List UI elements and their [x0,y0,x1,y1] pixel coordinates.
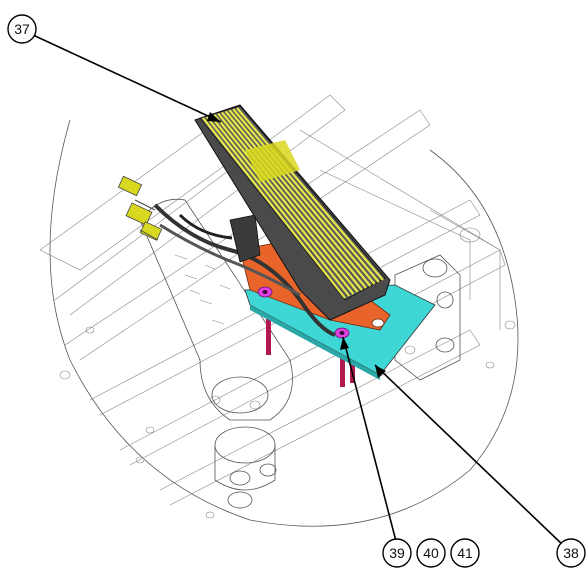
wiring-harness [153,203,336,337]
electrical-connector [117,175,163,241]
pedal-grip-stripe [221,111,367,289]
callout-39: 39 [382,538,412,568]
callout-38: 38 [556,538,586,568]
callout-41-label: 41 [457,545,473,561]
leader-line-39 [342,336,398,546]
pedal-grip-stripe [205,116,351,297]
leader-lines [32,34,566,548]
callout-39-label: 39 [389,545,405,561]
pedal-grip-stripe [224,110,372,287]
pedal-grip-stripe [213,113,359,293]
valve-block [394,254,461,381]
callout-38-label: 38 [563,545,579,561]
pedal-grip-stripes [202,107,384,299]
pedal-grip-stripe [217,112,363,291]
washers [257,286,350,339]
pedal-grip-stripe [236,107,384,281]
pedal-grip-stripe [202,117,346,299]
pedal-grip-stripe [228,109,376,285]
pedal-grip-stripe [232,108,380,283]
pedal-grip-stripe [209,115,355,295]
arrowhead-37 [207,112,221,122]
callout-40: 40 [416,538,446,568]
brake-valve-arm [139,198,293,509]
callout-40-label: 40 [423,545,439,561]
arrowhead-39 [340,337,349,350]
callout-37: 37 [7,14,37,44]
callout-41: 41 [450,538,480,568]
accelerator-pedal [194,104,391,321]
callout-37-label: 37 [14,21,30,37]
leader-line-38 [374,364,566,548]
leader-line-37 [32,34,222,123]
arrowhead-38 [375,365,386,378]
